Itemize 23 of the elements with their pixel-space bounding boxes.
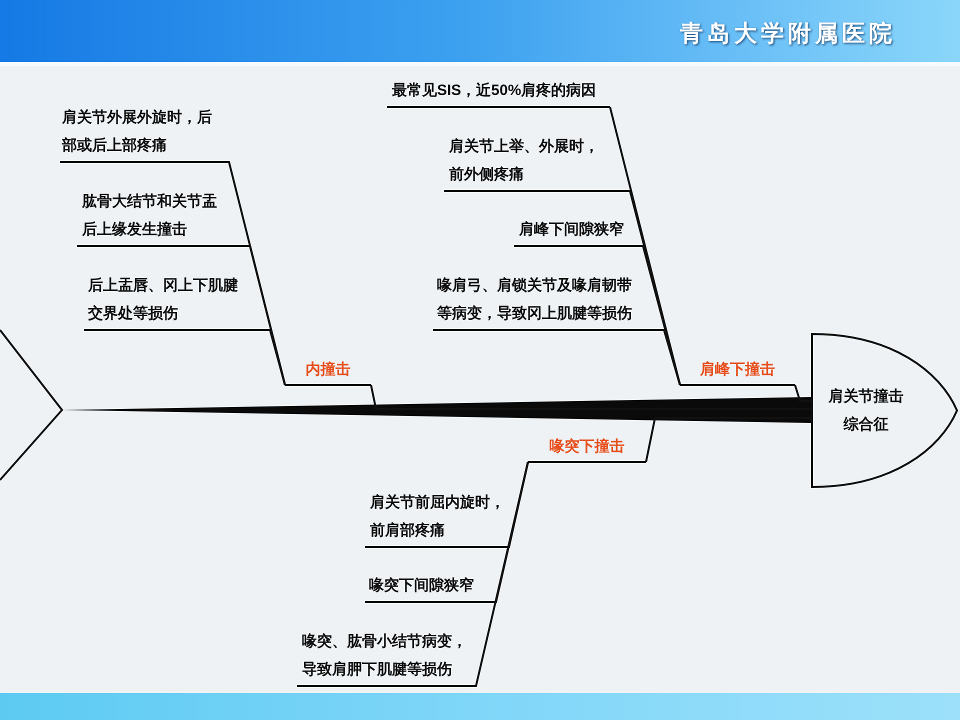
cause-label: 最常见SIS，近50%肩疼的病因 <box>387 77 610 108</box>
category-label: 内撞击 <box>285 358 371 386</box>
cause-label: 肩峰下间隙狭窄 <box>514 216 629 247</box>
bone-line <box>794 384 811 402</box>
bone-line <box>243 329 286 386</box>
cause-label: 肩关节外展外旋时，后部或后上部疼痛 <box>60 104 217 163</box>
bone-line <box>472 462 529 687</box>
effect-text: 肩关节撞击综合征 <box>827 386 904 434</box>
cause-label: 喙突下间隙狭窄 <box>365 572 479 603</box>
bone-line <box>370 384 811 410</box>
header-title: 青岛大学附属医院 <box>680 19 896 49</box>
fish-head <box>811 333 958 488</box>
bone-line <box>637 329 681 386</box>
cause-label: 喙肩弓、肩锁关节及喙肩韧带等病变，导致冈上肌腱等损伤 <box>433 272 637 331</box>
bone-line <box>645 417 811 462</box>
cause-label: 肩关节前屈内旋时，前肩部疼痛 <box>365 489 508 548</box>
bone-line <box>629 245 681 386</box>
cause-label: 后上盂唇、冈上下肌腱交界处等损伤 <box>84 272 243 331</box>
category-label: 喙突下撞击 <box>528 435 646 463</box>
category-label: 肩峰下撞击 <box>680 358 795 386</box>
cause-label: 喙突、肱骨小结节病变，导致肩胛下肌腱等损伤 <box>297 628 472 687</box>
cause-label: 肩关节上举、外展时，前外侧疼痛 <box>444 133 604 192</box>
cause-label: 肱骨大结节和关节盂后上缘发生撞击 <box>77 188 222 247</box>
